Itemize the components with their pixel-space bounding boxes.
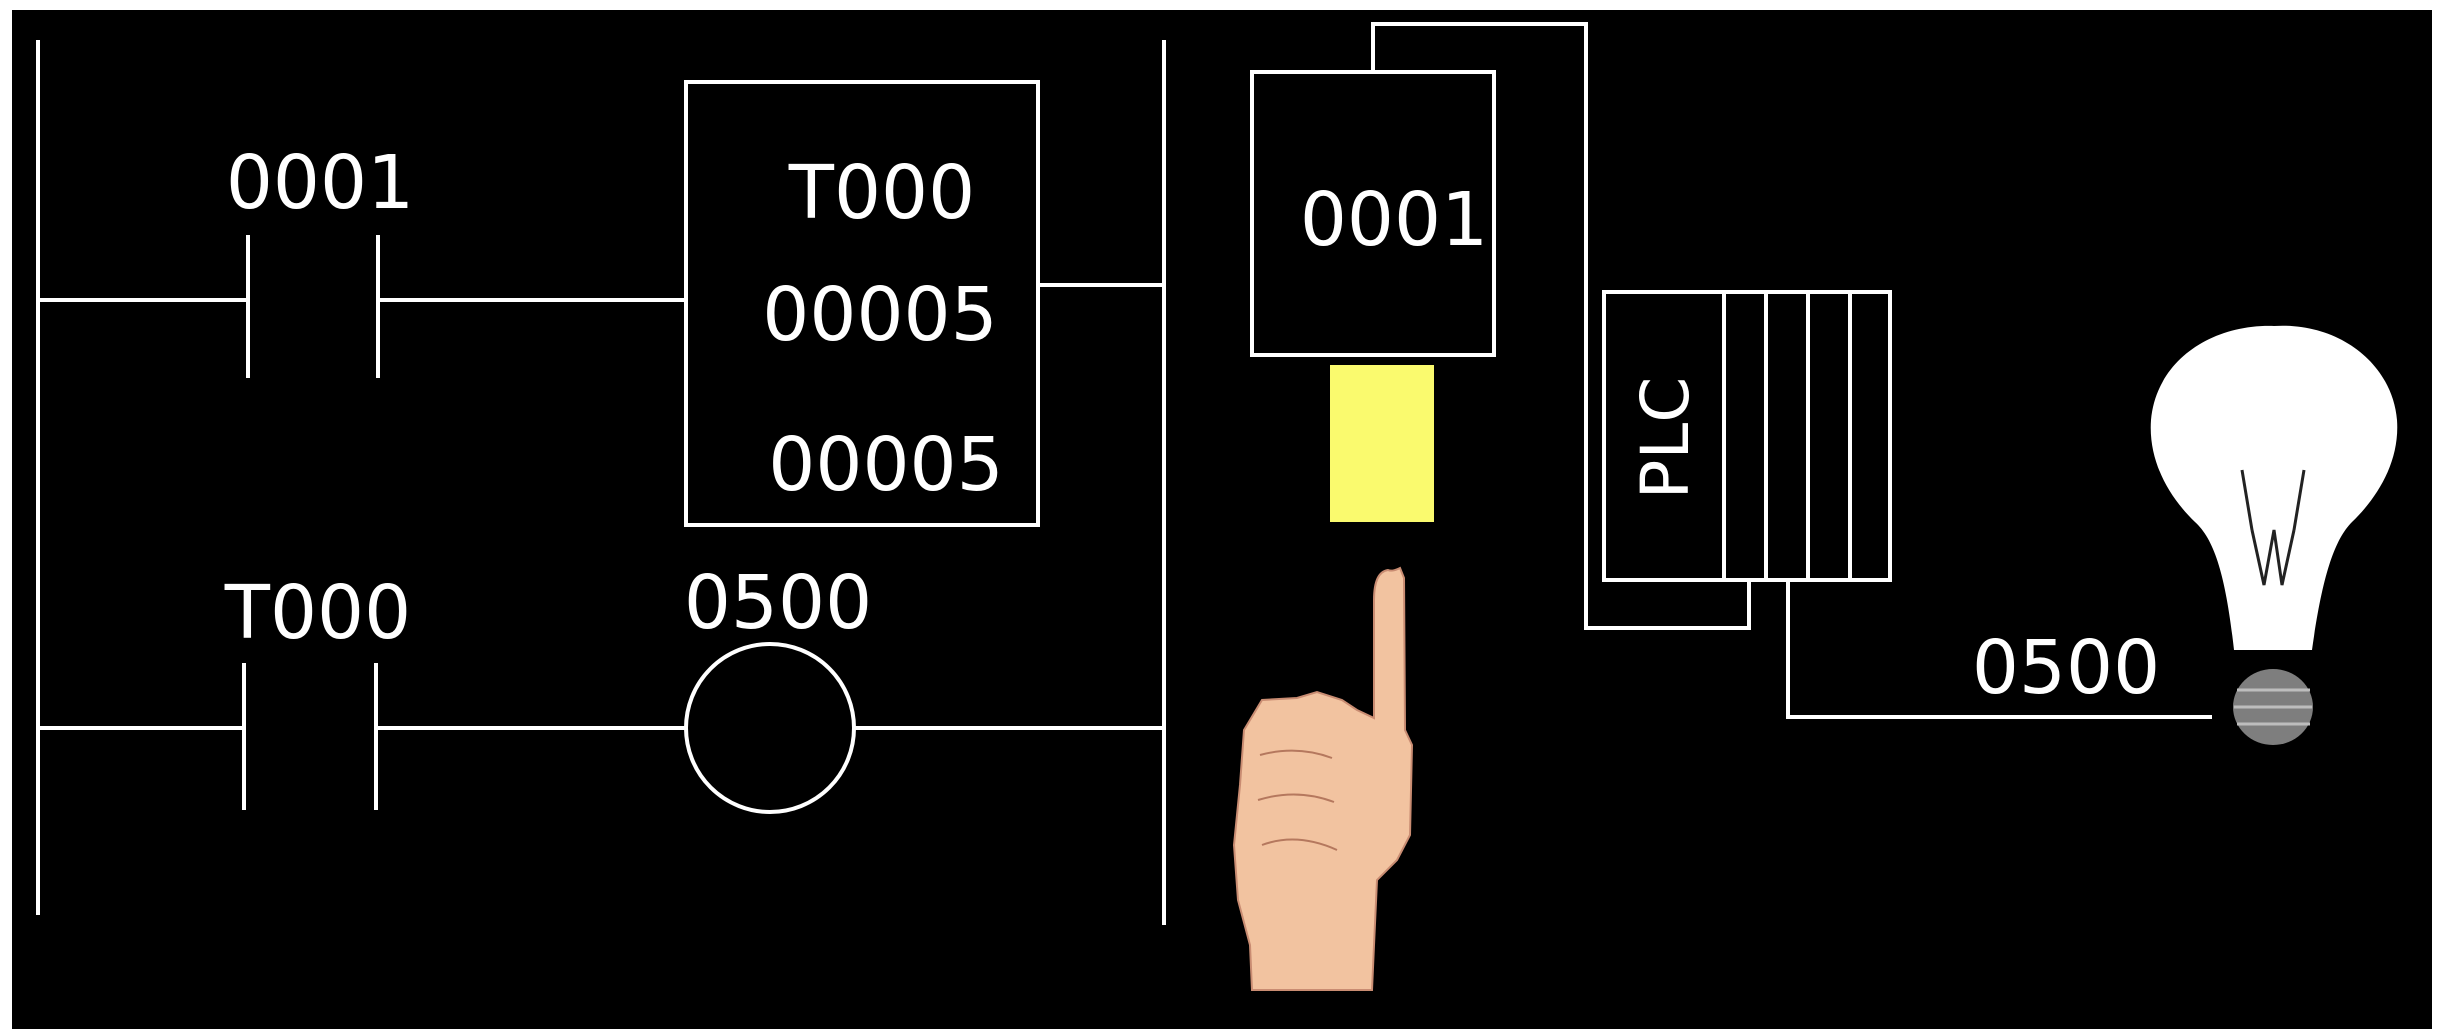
rung1-contact-label: 0001 <box>226 140 414 226</box>
light-bulb-icon <box>2150 325 2398 745</box>
plc-unit <box>1602 290 1892 582</box>
output-coil <box>684 642 856 814</box>
switch-label: 0001 <box>1300 177 1488 263</box>
coil-label: 0500 <box>684 560 872 646</box>
switch-to-plc-wire <box>1371 22 1751 630</box>
push-button <box>1330 365 1434 522</box>
timer-name-label: T000 <box>788 150 975 236</box>
diagram-canvas: 0001 T000 00005 00005 T000 0500 0001 PLC… <box>12 10 2432 1029</box>
lamp-label: 0500 <box>1972 625 2160 711</box>
timer-accumulated-value: 00005 <box>768 422 1003 508</box>
timer-block <box>684 80 1040 527</box>
timer-preset-value: 00005 <box>762 272 997 358</box>
pointing-hand-icon <box>1232 566 1414 991</box>
plc-label: PLC <box>1627 377 1704 500</box>
rung2-contact-label: T000 <box>224 570 411 656</box>
plc-to-lamp-wire <box>1786 580 2212 719</box>
ladder-diagram: 0001 T000 00005 00005 T000 0500 0001 PLC… <box>36 22 2398 991</box>
